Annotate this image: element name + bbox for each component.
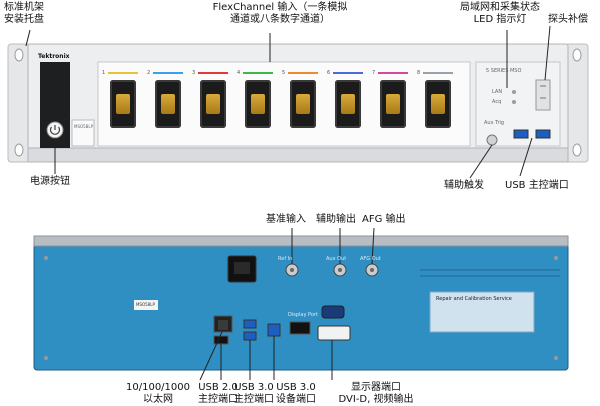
gold-contact	[431, 94, 445, 114]
callout-rack-mount: 标准机架 安装托盘	[4, 2, 44, 25]
flexchannel-connector-icon	[335, 80, 361, 128]
callout-flexchannel: FlexChannel 输入（一条模拟 通道或八条数字通道）	[212, 2, 348, 25]
callout-aux-trigger: 辅助触发	[444, 180, 484, 191]
callout-display: 显示器端口 DVI-D, 视频输出	[338, 382, 414, 405]
display-port	[289, 321, 311, 335]
channel-color-strip	[153, 72, 183, 74]
gold-contact	[206, 94, 220, 114]
callout-ref-in: 基准输入	[266, 214, 306, 225]
callout-usb-host: USB 主控端口	[505, 180, 569, 191]
gold-contact	[116, 94, 130, 114]
channel-color-strip	[423, 72, 453, 74]
flexchannel-panel	[97, 61, 471, 147]
channel-number: 5	[282, 70, 286, 76]
lan-led-label: LAN	[492, 89, 503, 95]
channel-number: 6	[327, 70, 331, 76]
channel-number: 1	[102, 70, 106, 76]
callout-probe-comp: 探头补偿	[548, 14, 588, 25]
usb-host-port-1	[513, 129, 529, 139]
rear-top-edge	[33, 235, 569, 247]
channel-number: 4	[237, 70, 241, 76]
flexchannel-input-3[interactable]: 3	[192, 70, 232, 138]
gold-contact	[161, 94, 175, 114]
callout-afg-out: AFG 输出	[362, 214, 406, 225]
service-label	[429, 291, 535, 333]
aux-out-port-label: Aux Out	[326, 256, 347, 262]
usb-host-port-2	[535, 129, 551, 139]
model-badge-label: MSO5BLP	[74, 124, 94, 129]
flexchannel-connector-icon	[425, 80, 451, 128]
acq-led	[512, 100, 516, 104]
flexchannel-input-6[interactable]: 6	[327, 70, 367, 138]
aux-trig-label: Aux Trig	[484, 120, 505, 126]
usb2-port	[213, 335, 229, 345]
gold-contact	[386, 94, 400, 114]
flexchannel-input-7[interactable]: 7	[372, 70, 412, 138]
channel-number: 8	[417, 70, 421, 76]
channel-color-strip	[198, 72, 228, 74]
gold-contact	[296, 94, 310, 114]
gold-contact	[341, 94, 355, 114]
probe-comp	[535, 79, 551, 111]
model-badge	[71, 119, 95, 147]
callout-usb3-device: USB 3.0 设备端口	[276, 382, 316, 405]
flexchannel-input-5[interactable]: 5	[282, 70, 322, 138]
channel-number: 2	[147, 70, 151, 76]
flexchannel-connector-icon	[245, 80, 271, 128]
channel-color-strip	[288, 72, 318, 74]
usb3-device-port	[267, 323, 281, 337]
callout-usb3-host: USB 3.0 主控端口	[234, 382, 274, 405]
callout-usb2: USB 2.0 主控端口	[198, 382, 238, 405]
usb3-host-port-1	[243, 319, 257, 329]
dvi-port	[317, 325, 351, 341]
channel-color-strip	[243, 72, 273, 74]
aux-trig-connector	[486, 134, 498, 146]
ref-in-port-label: Ref In	[278, 256, 293, 262]
channel-color-strip	[378, 72, 408, 74]
flexchannel-connector-icon	[200, 80, 226, 128]
callout-lan-status: 局域网和采集状态 LED 指示灯	[460, 2, 540, 25]
gold-contact	[251, 94, 265, 114]
flexchannel-connector-icon	[155, 80, 181, 128]
afg-out-port-label: AFG Out	[360, 256, 381, 262]
callout-power: 电源按钮	[30, 176, 70, 187]
brand-label: Tektronix	[38, 53, 70, 60]
model-tag-sticker	[134, 300, 158, 310]
usb3-host-port-2	[243, 331, 257, 341]
service-title: Repair and Calibration Service	[436, 296, 512, 302]
channel-color-strip	[108, 72, 138, 74]
channel-number: 3	[192, 70, 196, 76]
rear-model-tag: MSO58LP	[136, 302, 155, 307]
channel-color-strip	[333, 72, 363, 74]
callout-aux-out: 辅助输出	[316, 214, 356, 225]
channel-number: 7	[372, 70, 376, 76]
display-port-label: Display Port	[288, 312, 318, 318]
flexchannel-connector-icon	[110, 80, 136, 128]
callout-ethernet: 10/100/1000 以太网	[126, 382, 190, 405]
acq-led-label: Acq	[492, 99, 502, 105]
flexchannel-input-1[interactable]: 1	[102, 70, 142, 138]
flexchannel-input-4[interactable]: 4	[237, 70, 277, 138]
series-label: 5 SERIES MSO	[486, 68, 522, 74]
flexchannel-input-2[interactable]: 2	[147, 70, 187, 138]
flexchannel-connector-icon	[380, 80, 406, 128]
flexchannel-input-8[interactable]: 8	[417, 70, 457, 138]
flexchannel-connector-icon	[290, 80, 316, 128]
vga-port	[321, 305, 345, 319]
lan-led	[512, 90, 516, 94]
